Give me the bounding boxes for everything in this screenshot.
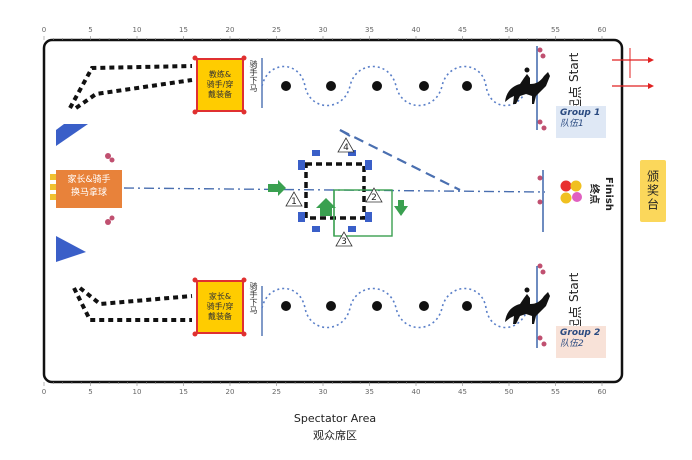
ruler-top-label: 30 [318, 26, 328, 34]
fence-bottom [72, 286, 193, 322]
start-label-top: 起点 Start [552, 52, 596, 112]
ruler-top-label: 5 [88, 26, 93, 34]
start-en-bottom: Start [567, 272, 581, 302]
ruler-bottom-label: 55 [551, 388, 560, 396]
group2-box: Group 2 队伍2 [556, 326, 606, 358]
marker-triangle [285, 191, 303, 207]
group1-en: Group 1 [560, 108, 601, 118]
flower-decorations [105, 47, 547, 347]
ruler-bottom-label: 60 [597, 388, 607, 396]
award-podium: 颁奖台 [640, 160, 666, 222]
entry-arrows [612, 48, 654, 89]
horse-rider-icon [505, 67, 550, 104]
ruler-top-label: 45 [458, 26, 467, 34]
horse-rider-icon-bottom [505, 287, 550, 324]
diagonal-dash [339, 129, 461, 191]
ruler-bottom-label: 35 [365, 388, 374, 396]
ruler-top-label: 25 [272, 26, 281, 34]
exchange-yellow-tabs [50, 174, 56, 200]
award-label: 颁奖台 [645, 170, 660, 212]
ruler-bottom [43, 382, 603, 386]
ruler-top-label: 55 [551, 26, 560, 34]
ruler-bottom-label: 15 [179, 388, 188, 396]
ruler-top-label: 10 [132, 26, 142, 34]
ruler-bottom-label: 0 [41, 388, 47, 396]
ruler-bottom-label: 45 [458, 388, 467, 396]
gear-box-bottom: 家长& 骑手/穿 戴装备 [196, 280, 244, 334]
marker-triangle [365, 187, 383, 203]
marker-triangle [335, 231, 353, 247]
group2-en: Group 2 [560, 328, 601, 338]
ruler-bottom-label: 30 [318, 388, 328, 396]
fence-top [68, 64, 193, 110]
dismount-label-bottom: 骑手下马 [249, 282, 258, 314]
ruler-bottom-label: 5 [88, 388, 93, 396]
spectator-cn: 观众席区 [313, 429, 357, 442]
start-en-top: Start [567, 52, 581, 82]
poles-bottom [281, 301, 472, 311]
ruler-bottom-label: 10 [132, 388, 142, 396]
gear-box-top: 教练& 骑手/穿 戴装备 [196, 58, 244, 112]
poles-top [281, 81, 472, 91]
corner-wedge-top [56, 124, 88, 146]
ruler-top-label: 40 [411, 26, 421, 34]
group1-cn: 队伍1 [560, 119, 584, 129]
ruler-bottom-label: 40 [411, 388, 421, 396]
ruler-bottom-label: 20 [225, 388, 235, 396]
ruler-bottom-label: 50 [504, 388, 514, 396]
exchange-box [56, 170, 122, 208]
ruler-top-label: 60 [597, 26, 607, 34]
dismount-label-top: 骑手下马 [249, 60, 258, 92]
marker-number: 3 [341, 237, 347, 247]
center-box-blocks [298, 150, 372, 232]
start-label-bottom: 起点 Start [552, 272, 596, 332]
numbered-markers: 1 2 3 4 [285, 137, 383, 247]
marker-number: 1 [291, 197, 297, 207]
marker-number: 4 [343, 143, 349, 153]
weave-path-top [261, 65, 529, 107]
green-arrows [268, 180, 408, 216]
ruler-bottom-label: 25 [272, 388, 281, 396]
ruler-top-label: 35 [365, 26, 374, 34]
corner-wedge-top-inner [56, 124, 64, 130]
corner-wedge-bottom [56, 236, 86, 262]
arena-border [42, 38, 624, 384]
ruler-top-label: 15 [179, 26, 188, 34]
finish-cn: 终点 [588, 184, 599, 204]
ruler-top-label: 20 [225, 26, 235, 34]
marker-triangle [337, 137, 355, 153]
finish-label: Finish 终点 [586, 168, 616, 220]
ruler-top [43, 36, 603, 40]
ruler-top-label: 50 [504, 26, 514, 34]
spectator-en: Spectator Area [293, 412, 377, 425]
ruler-top-label: 0 [41, 26, 47, 34]
exchange-label: 家长&骑手 换马拿球 [67, 175, 111, 198]
balloons-icon [560, 180, 582, 204]
marker-number: 2 [371, 193, 377, 203]
group1-box: Group 1 队伍1 [556, 106, 606, 138]
center-box [304, 162, 366, 220]
weave-path-bottom [261, 287, 529, 329]
finish-en: Finish [603, 177, 614, 211]
group2-cn: 队伍2 [560, 339, 584, 349]
